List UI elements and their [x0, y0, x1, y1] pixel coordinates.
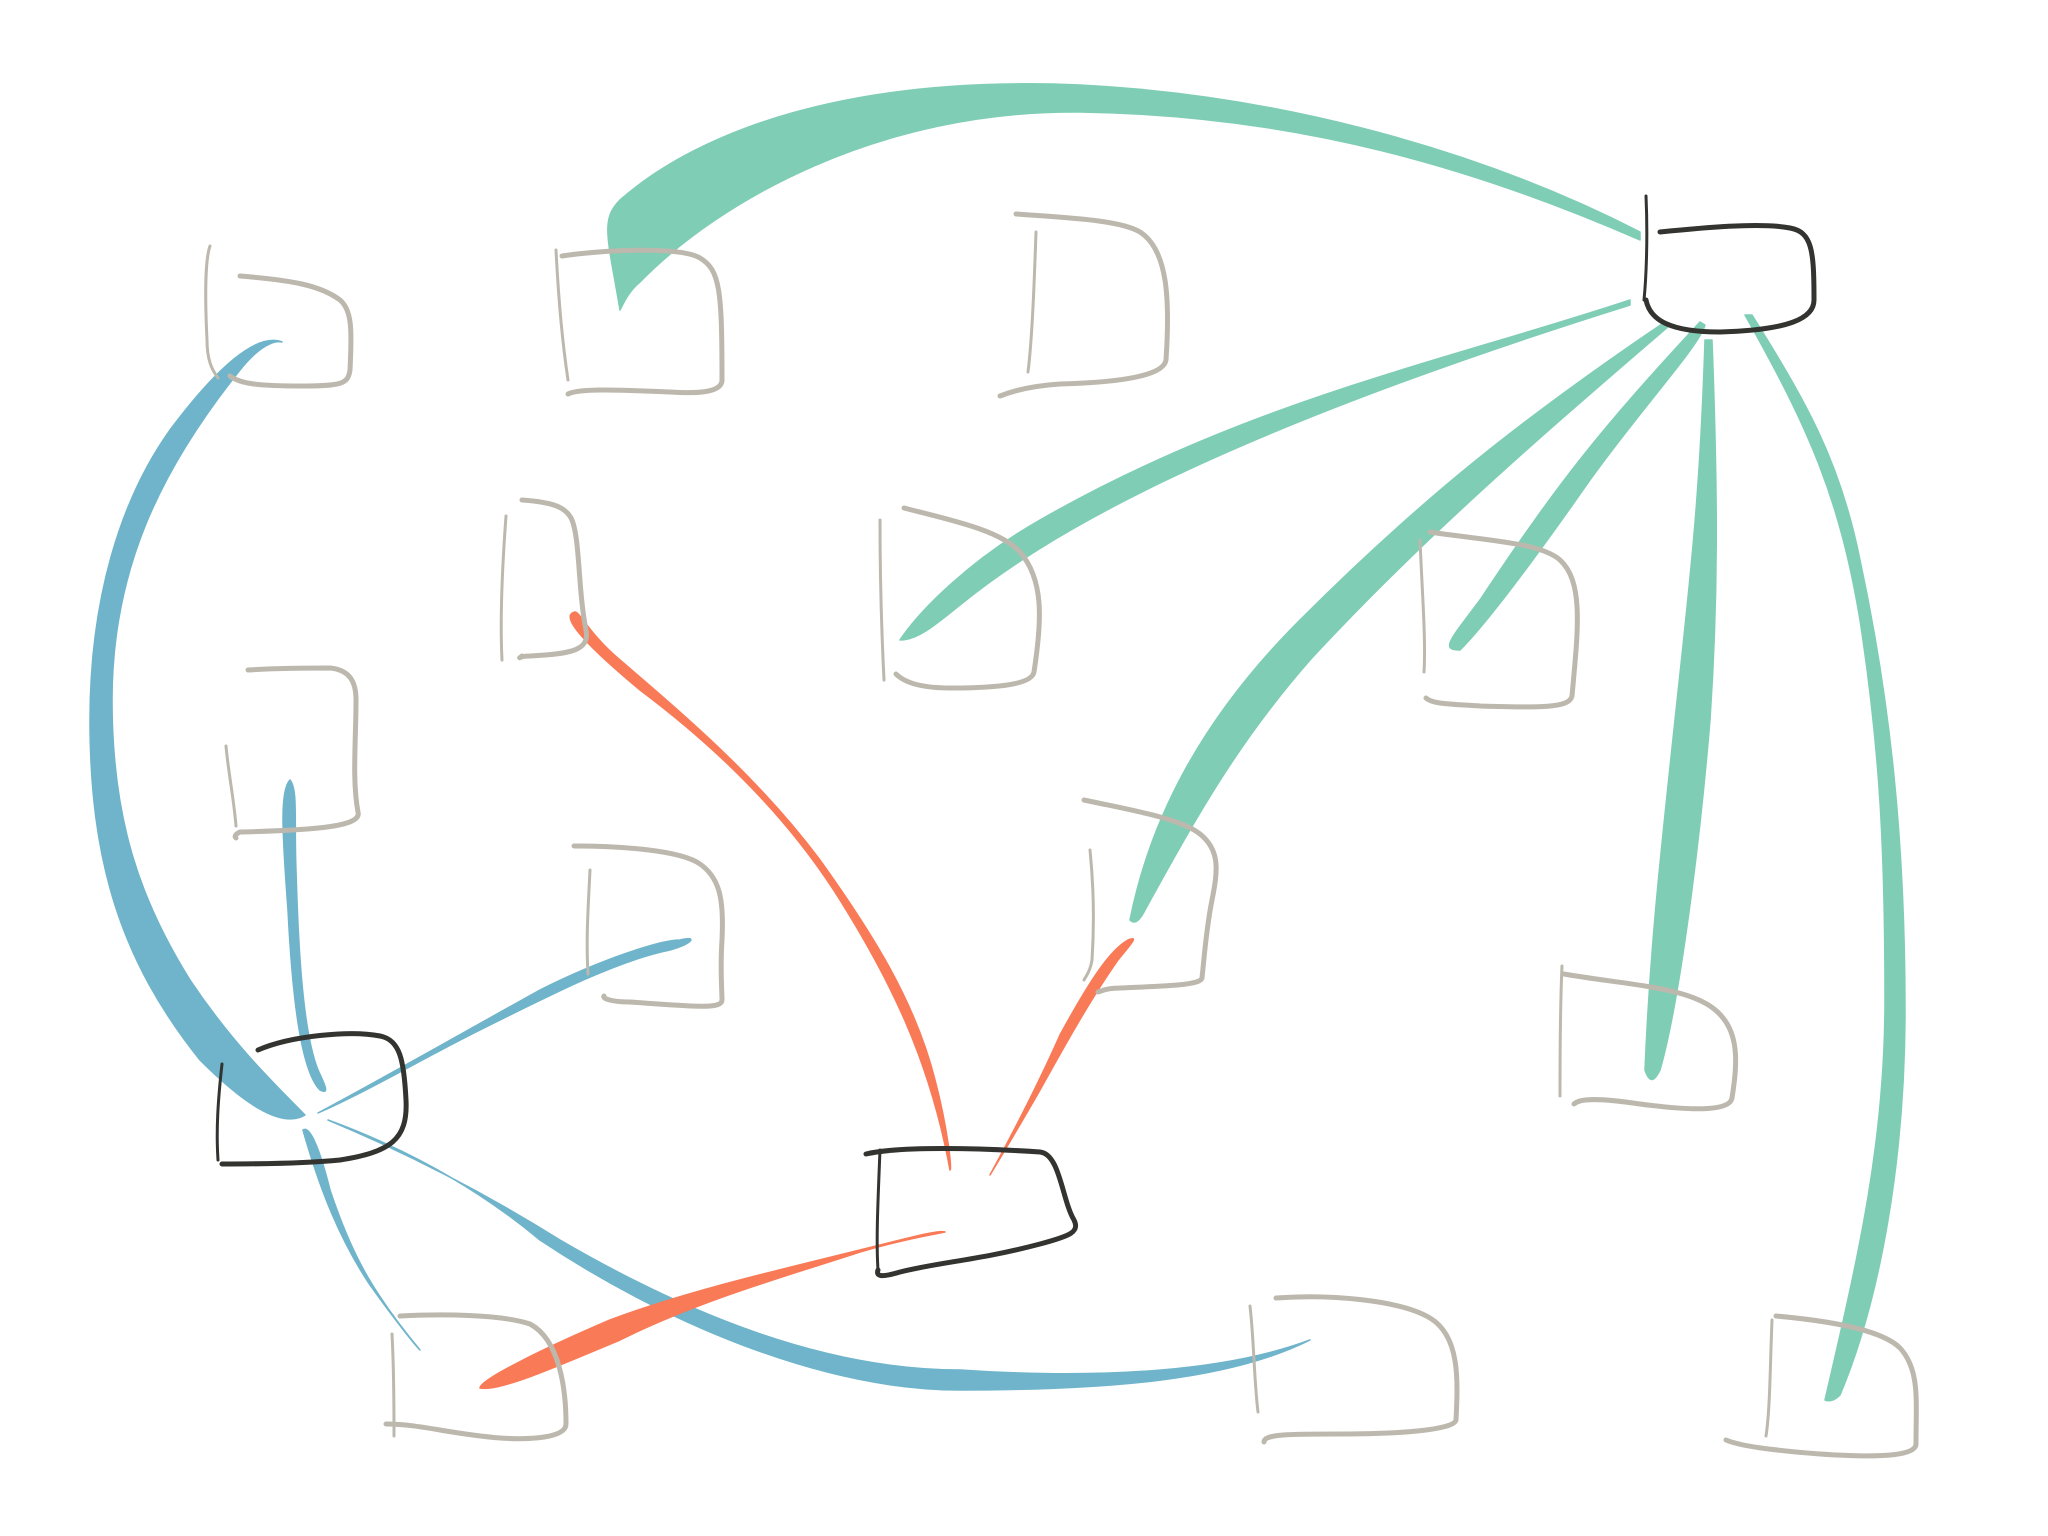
node-n16[interactable] — [1723, 1313, 1919, 1459]
node-n10[interactable] — [1081, 797, 1219, 995]
edge-hub-top-right-to-n7 — [1449, 321, 1706, 651]
node-hub-left[interactable] — [215, 1031, 409, 1167]
node-n14[interactable] — [383, 1312, 569, 1442]
node-n15[interactable] — [1248, 1294, 1460, 1445]
edges — [89, 83, 1906, 1402]
node-n5[interactable] — [499, 497, 590, 662]
node-n3[interactable] — [997, 211, 1171, 399]
edge-hub-left-to-n8 — [282, 779, 327, 1092]
node-n11[interactable] — [1558, 964, 1739, 1112]
node-n6[interactable] — [878, 505, 1042, 691]
edge-hub-center-to-n5 — [569, 611, 952, 1171]
edge-hub-center-to-n10 — [989, 938, 1135, 1176]
edge-hub-left-to-n14 — [302, 1128, 421, 1351]
edge-hub-top-right-to-n11 — [1644, 339, 1718, 1081]
node-n1[interactable] — [204, 244, 354, 389]
edge-hub-top-right-to-n16 — [1744, 314, 1906, 1402]
node-n2[interactable] — [554, 247, 725, 397]
node-n9[interactable] — [571, 843, 725, 1009]
edge-hub-top-right-to-n6 — [899, 299, 1631, 641]
node-hub-top-right[interactable] — [1642, 194, 1817, 335]
edge-hub-left-to-n15 — [327, 1119, 1311, 1391]
edge-hub-left-to-n9 — [317, 938, 692, 1114]
nodes — [204, 194, 1919, 1459]
node-n7[interactable] — [1418, 529, 1580, 710]
edge-hub-top-right-to-n10 — [1129, 321, 1671, 923]
edge-hub-center-to-n14 — [479, 1230, 946, 1390]
node-hub-center[interactable] — [863, 1146, 1078, 1279]
edge-hub-top-right-to-n2 — [607, 83, 1641, 311]
edge-hub-left-to-n1 — [89, 339, 306, 1120]
node-n8[interactable] — [224, 665, 361, 841]
